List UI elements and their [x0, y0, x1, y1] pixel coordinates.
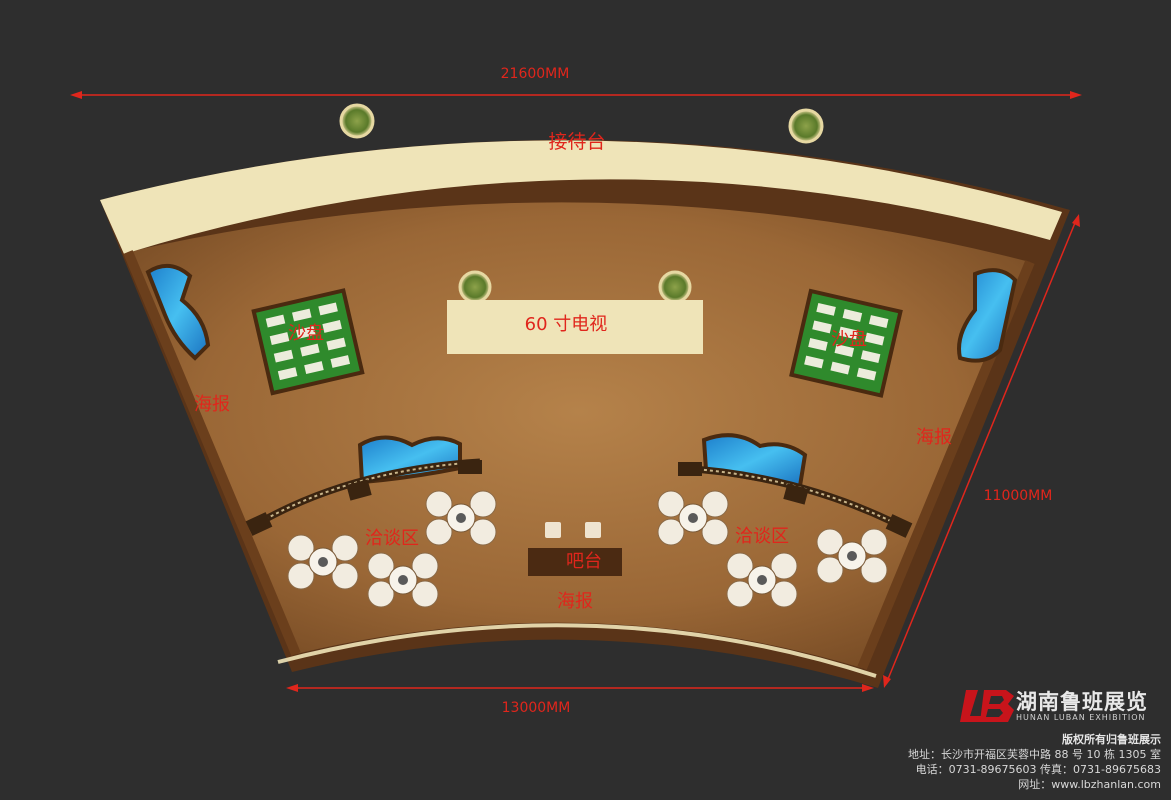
label-negotiation-right: 洽谈区	[735, 526, 789, 547]
logo-name-en: HUNAN LUBAN EXHIBITION	[1016, 712, 1146, 722]
address-text: 地址：长沙市开福区芙蓉中路 88 号 10 栋 1305 室	[908, 748, 1161, 761]
dimension-top-label: 21600MM	[501, 66, 570, 82]
plant-icon	[339, 103, 375, 139]
dimension-right-label: 11000MM	[984, 488, 1053, 504]
table-set	[816, 528, 888, 584]
copyright-text: 版权所有归鲁班展示	[1062, 733, 1161, 746]
plant-icon	[658, 270, 692, 304]
contact-info: 版权所有归鲁班展示 地址：长沙市开福区芙蓉中路 88 号 10 栋 1305 室…	[908, 732, 1161, 792]
table-set	[367, 552, 439, 608]
logo-mark-icon	[958, 688, 1016, 724]
bar-stool	[545, 522, 561, 538]
plant-icon	[458, 270, 492, 304]
table-set	[425, 490, 497, 546]
dimension-top: 21600MM	[70, 66, 1082, 99]
bar-stool	[585, 522, 601, 538]
label-reception: 接待台	[548, 131, 605, 153]
table-set	[287, 534, 359, 590]
label-sand-table-right: 沙盘	[831, 329, 867, 350]
label-bar: 吧台	[566, 551, 602, 572]
dimension-right: 11000MM	[883, 214, 1080, 688]
bar-counter	[528, 522, 622, 576]
phone-text: 电话：0731-89675603 传真：0731-89675683	[915, 763, 1161, 776]
label-poster-left: 海报	[194, 394, 230, 415]
tv-wall	[447, 300, 703, 354]
label-sand-table-left: 沙盘	[288, 323, 324, 344]
sand-table-right	[789, 288, 903, 398]
table-set	[657, 490, 729, 546]
label-tv: 60 寸电视	[525, 314, 608, 335]
dimension-bottom-label: 13000MM	[502, 700, 571, 716]
label-poster-right: 海报	[916, 427, 952, 448]
logo-name-cn: 湖南鲁班展览	[1016, 689, 1148, 714]
label-negotiation-left: 洽谈区	[365, 528, 419, 549]
water-feature-center-left	[357, 435, 462, 485]
sand-table-left	[251, 288, 365, 396]
dimension-bottom: 13000MM	[286, 684, 874, 716]
company-logo: 湖南鲁班展览 HUNAN LUBAN EXHIBITION	[958, 688, 1168, 724]
website-text: 网址：www.lbzhanlan.com	[1018, 778, 1161, 791]
water-feature-right	[957, 268, 1018, 363]
plant-icon	[788, 108, 824, 144]
label-poster-bottom: 海报	[557, 591, 593, 612]
reception-wall	[100, 140, 1062, 254]
water-feature-left	[145, 264, 211, 361]
table-set	[726, 552, 798, 608]
